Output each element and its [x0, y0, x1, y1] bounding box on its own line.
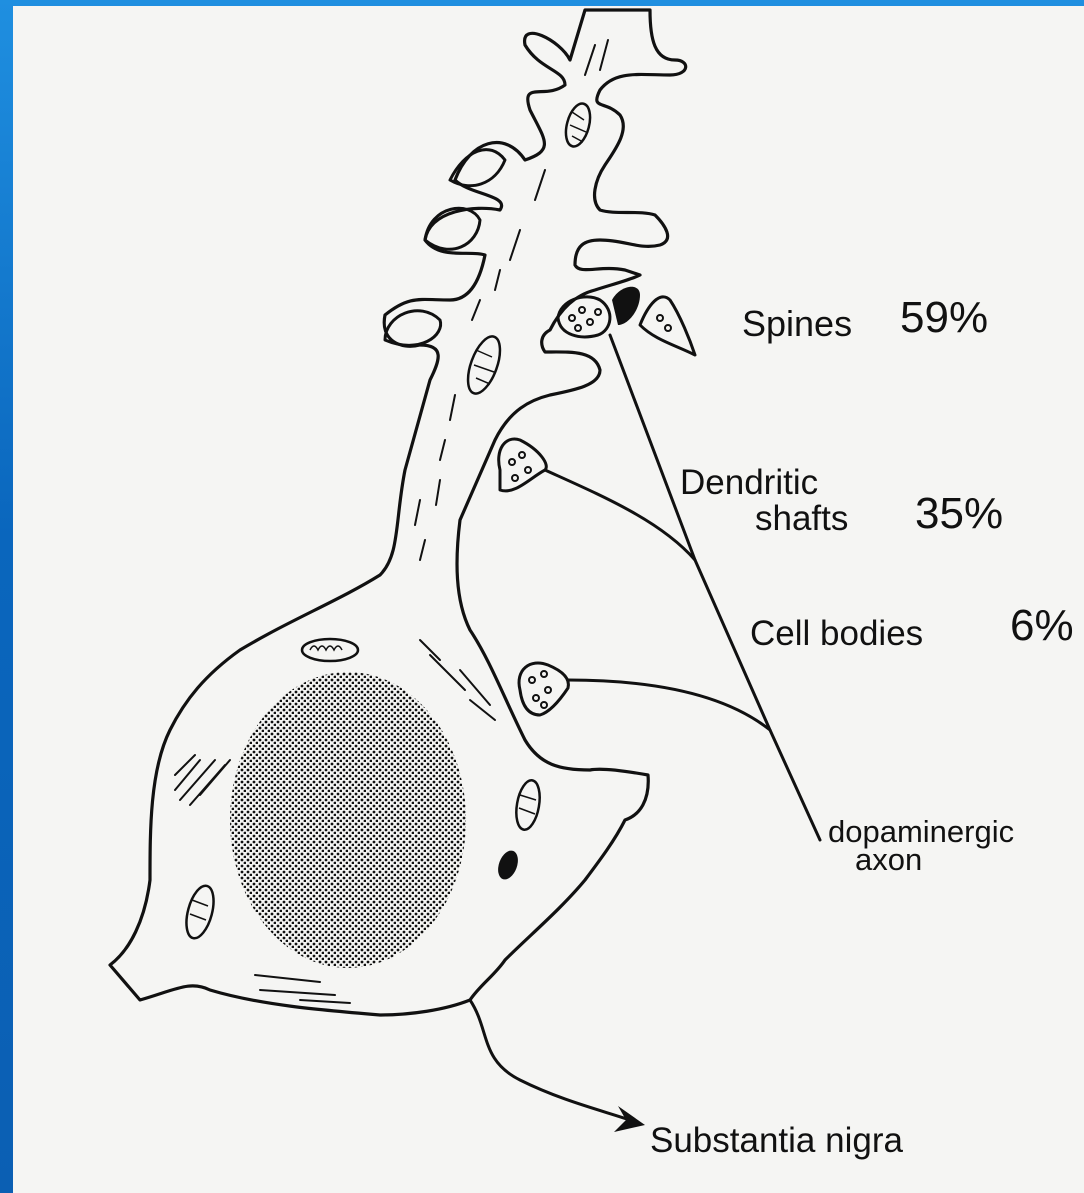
- label-cell-bodies-pct: 6%: [1010, 601, 1074, 650]
- label-dendritic-1: Dendritic: [680, 463, 818, 502]
- bouton-spine-2: [640, 297, 695, 355]
- nucleus: [230, 672, 466, 968]
- arrow-head-icon: [614, 1106, 645, 1132]
- bouton-shaft: [499, 439, 547, 491]
- bouton-spine-1: [558, 297, 610, 337]
- dopaminergic-axon: [545, 335, 820, 840]
- label-dendritic-pct: 35%: [915, 489, 1003, 538]
- output-axon: [470, 1000, 630, 1120]
- synapse-dark: [612, 287, 640, 325]
- label-spines: Spines: [742, 303, 852, 344]
- label-spines-pct: 59%: [900, 293, 988, 342]
- label-dendritic-2: shafts: [755, 499, 848, 538]
- label-axon-2: axon: [855, 842, 922, 877]
- bouton-cell-body: [519, 663, 568, 715]
- label-cell-bodies: Cell bodies: [750, 614, 923, 653]
- label-substantia-nigra: Substantia nigra: [650, 1121, 903, 1160]
